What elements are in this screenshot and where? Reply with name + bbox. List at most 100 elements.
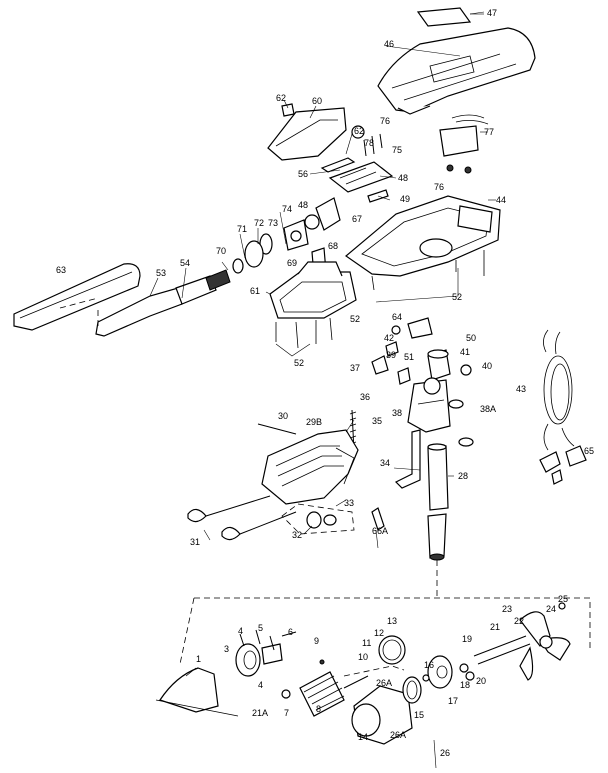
label-74: 74	[282, 204, 292, 214]
label-21a: 21A	[252, 708, 268, 718]
o-ring-12	[378, 635, 406, 665]
label-47: 47	[487, 8, 497, 18]
label-71: 71	[237, 224, 247, 234]
circuit-board-48	[320, 133, 394, 203]
handle-63	[13, 263, 141, 331]
label-38a: 38A	[480, 404, 496, 414]
part-labels: 47 46 62 60 62 76 78 75 77 56 48 76 49 4…	[56, 8, 594, 758]
label-17: 17	[448, 696, 458, 706]
nose-cone-1	[155, 667, 239, 717]
label-10: 10	[358, 652, 368, 662]
steering-bracket-38	[407, 377, 474, 447]
battery-clips-65	[539, 445, 587, 485]
label-33: 33	[344, 498, 354, 508]
label-1: 1	[196, 654, 201, 664]
handle-insert-53	[59, 269, 231, 337]
shaft-28	[427, 443, 449, 596]
label-7: 7	[284, 708, 289, 718]
label-22: 22	[514, 616, 524, 626]
label-56: 56	[298, 169, 308, 179]
label-26: 26	[440, 748, 450, 758]
label-6: 6	[288, 627, 293, 637]
through-bolts-21	[473, 635, 531, 665]
top-cover-46	[377, 27, 536, 115]
label-75: 75	[392, 145, 402, 155]
label-67: 67	[352, 214, 362, 224]
label-19: 19	[462, 634, 472, 644]
label-4: 4	[258, 680, 263, 690]
motor-housing-14	[343, 665, 413, 745]
leader-lines	[149, 11, 496, 769]
collar-41	[371, 349, 472, 385]
head-cap-60	[267, 103, 365, 161]
clamp-bracket-29b	[257, 423, 359, 505]
label-52: 52	[350, 314, 360, 324]
label-40: 40	[482, 361, 492, 371]
label-52: 52	[294, 358, 304, 368]
tiller-rod-34	[349, 409, 421, 489]
label-46: 46	[384, 39, 394, 49]
label-20: 20	[476, 676, 486, 686]
label-8: 8	[316, 704, 321, 714]
label-31: 31	[190, 537, 200, 547]
lower-housing-61	[269, 261, 357, 349]
switch-bracket-77	[439, 114, 489, 174]
label-50: 50	[466, 333, 476, 343]
label-13: 13	[387, 616, 397, 626]
label-62: 62	[354, 126, 364, 136]
label-16: 16	[424, 660, 434, 670]
lower-unit-group	[179, 597, 591, 665]
label-60: 60	[312, 96, 322, 106]
label-70: 70	[216, 246, 226, 256]
label-4: 4	[238, 626, 243, 636]
label-15: 15	[414, 710, 424, 720]
armature-8	[281, 659, 369, 717]
label-54: 54	[180, 258, 190, 268]
label-39: 39	[386, 350, 396, 360]
label-3: 3	[224, 644, 229, 654]
label-38: 38	[392, 408, 402, 418]
label-69: 69	[287, 258, 297, 268]
propeller-23	[519, 602, 571, 681]
label-5: 5	[258, 623, 263, 633]
label-34: 34	[380, 458, 390, 468]
label-24: 24	[546, 604, 556, 614]
label-42: 42	[384, 333, 394, 343]
label-37: 37	[350, 363, 360, 373]
label-52: 52	[452, 292, 462, 302]
bracket-64	[385, 317, 433, 357]
label-26a: 26A	[390, 730, 406, 740]
label-78: 78	[364, 138, 374, 148]
label-12: 12	[374, 628, 384, 638]
label-36: 36	[360, 392, 370, 402]
label-65: 65	[584, 446, 594, 456]
label-62: 62	[276, 93, 286, 103]
label-48: 48	[398, 173, 408, 183]
clamp-pad-32	[281, 503, 385, 535]
label-51: 51	[404, 352, 414, 362]
label-63: 63	[56, 265, 66, 275]
label-44: 44	[496, 195, 506, 205]
label-48: 48	[298, 200, 308, 210]
o-ring-15	[402, 676, 422, 704]
clamp-screw-31	[187, 495, 297, 541]
label-41: 41	[460, 347, 470, 357]
cover-plate-47	[416, 7, 484, 27]
label-32: 32	[292, 530, 302, 540]
brush-holder-3	[235, 629, 297, 677]
thrust-washers-18	[459, 663, 475, 681]
label-14: 14	[358, 732, 368, 742]
label-61: 61	[250, 286, 260, 296]
label-29b: 29B	[306, 417, 322, 427]
label-28: 28	[458, 471, 468, 481]
label-53: 53	[156, 268, 166, 278]
label-23: 23	[502, 604, 512, 614]
label-73: 73	[268, 218, 278, 228]
label-76: 76	[434, 182, 444, 192]
label-26a: 26A	[376, 678, 392, 688]
label-68: 68	[328, 241, 338, 251]
label-49: 49	[400, 194, 410, 204]
housing-base-44	[345, 195, 501, 291]
